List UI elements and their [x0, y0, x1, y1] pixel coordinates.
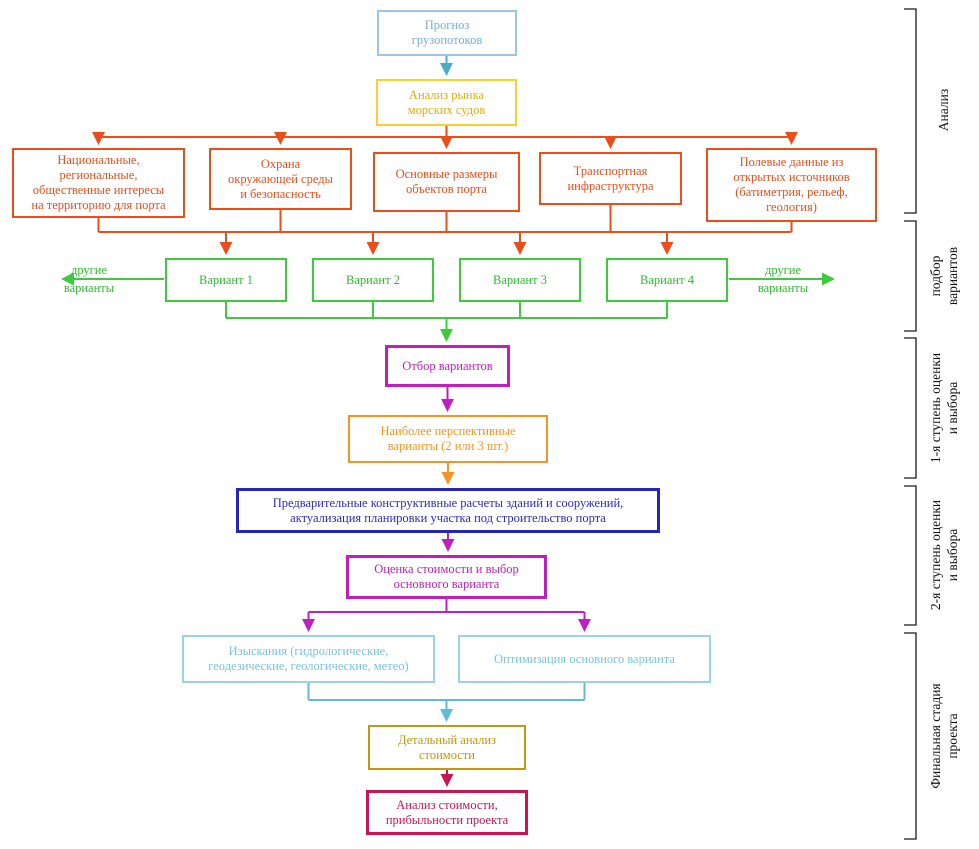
stage-label-analysis: Анализ: [936, 88, 951, 132]
node-optimization: Оптимизация основного варианта: [458, 635, 711, 683]
label-other-variants-right: другие варианты: [757, 263, 809, 296]
node-variant-1: Вариант 1: [165, 258, 287, 302]
node-variant-3: Вариант 3: [459, 258, 581, 302]
node-input-port-dimensions: Основные размеры объектов порта: [373, 152, 520, 212]
node-input-field-data: Полевые данные из открытых источников (б…: [706, 148, 877, 222]
node-promising-variants: Наиболее перспективные варианты (2 или 3…: [348, 415, 548, 463]
node-variant-4: Вариант 4: [606, 258, 728, 302]
node-surveys: Изыскания (гидрологические, геодезически…: [182, 635, 435, 683]
stage-label-second-evaluation: 2-я ступень оценки и выбора: [928, 499, 960, 611]
node-input-transport: Транспортная инфраструктура: [539, 152, 682, 205]
node-preliminary-calculations: Предварительные конструктивные расчеты з…: [236, 488, 660, 533]
label-other-variants-left: другие варианты: [63, 263, 115, 296]
stage-label-variant-selection: подбор вариантов: [928, 246, 960, 306]
stage-label-first-evaluation: 1-я ступень оценки и выбора: [928, 352, 960, 464]
stage-label-final-stage: Финальная стадия проекта: [928, 683, 960, 789]
node-detailed-cost-analysis: Детальный анализ стоимости: [368, 725, 526, 770]
node-profitability-analysis: Анализ стоимости, прибыльности проекта: [366, 790, 528, 835]
node-variant-2: Вариант 2: [312, 258, 434, 302]
node-cost-estimate-choice: Оценка стоимости и выбор основного вариа…: [346, 555, 547, 599]
node-variant-selection: Отбор вариантов: [385, 345, 510, 387]
node-market-analysis: Анализ рынка морских судов: [376, 79, 517, 126]
node-input-interests: Национальные, региональные, общественные…: [12, 148, 185, 218]
node-cargo-forecast: Прогноз грузопотоков: [377, 10, 517, 56]
node-input-environment: Охрана окружающей среды и безопасность: [209, 148, 352, 210]
